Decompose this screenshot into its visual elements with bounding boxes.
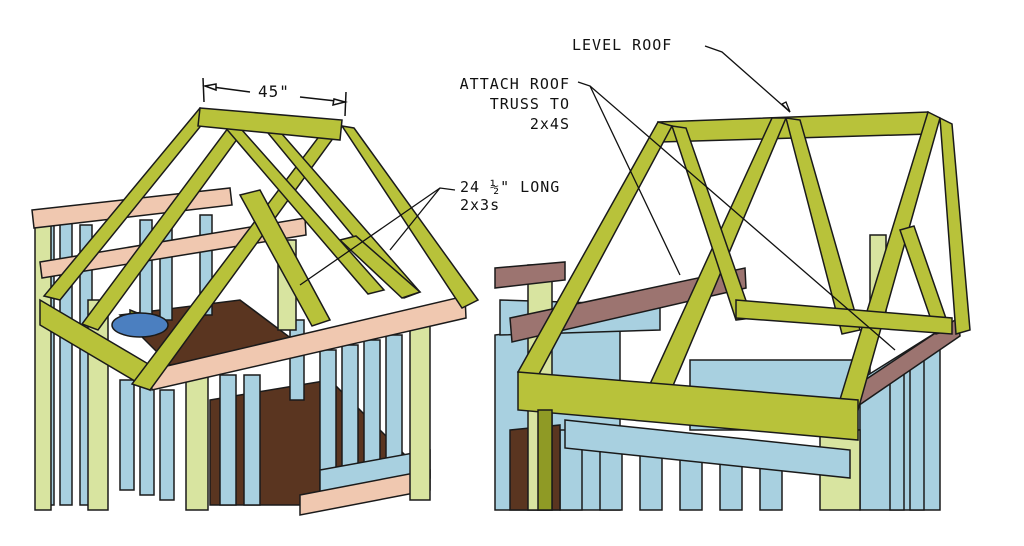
brace-length-label-line1: 24 ½" LONG	[460, 178, 561, 196]
callout-leaders-left	[299, 187, 456, 286]
width-dimension-label: 45"	[258, 82, 290, 101]
left-playhouse	[31, 107, 480, 516]
callout-leaders-right	[577, 45, 896, 351]
attach-truss-label-line2: TRUSS TO	[489, 95, 570, 113]
level-roof-label: LEVEL ROOF	[572, 36, 673, 54]
brace-length-label-line2: 2x3s	[460, 196, 501, 214]
attach-truss-label-line1: ATTACH ROOF	[459, 75, 570, 93]
dimension-line	[202, 77, 348, 117]
right-playhouse	[494, 110, 971, 511]
attach-truss-label-line3: 2x4S	[529, 115, 570, 133]
